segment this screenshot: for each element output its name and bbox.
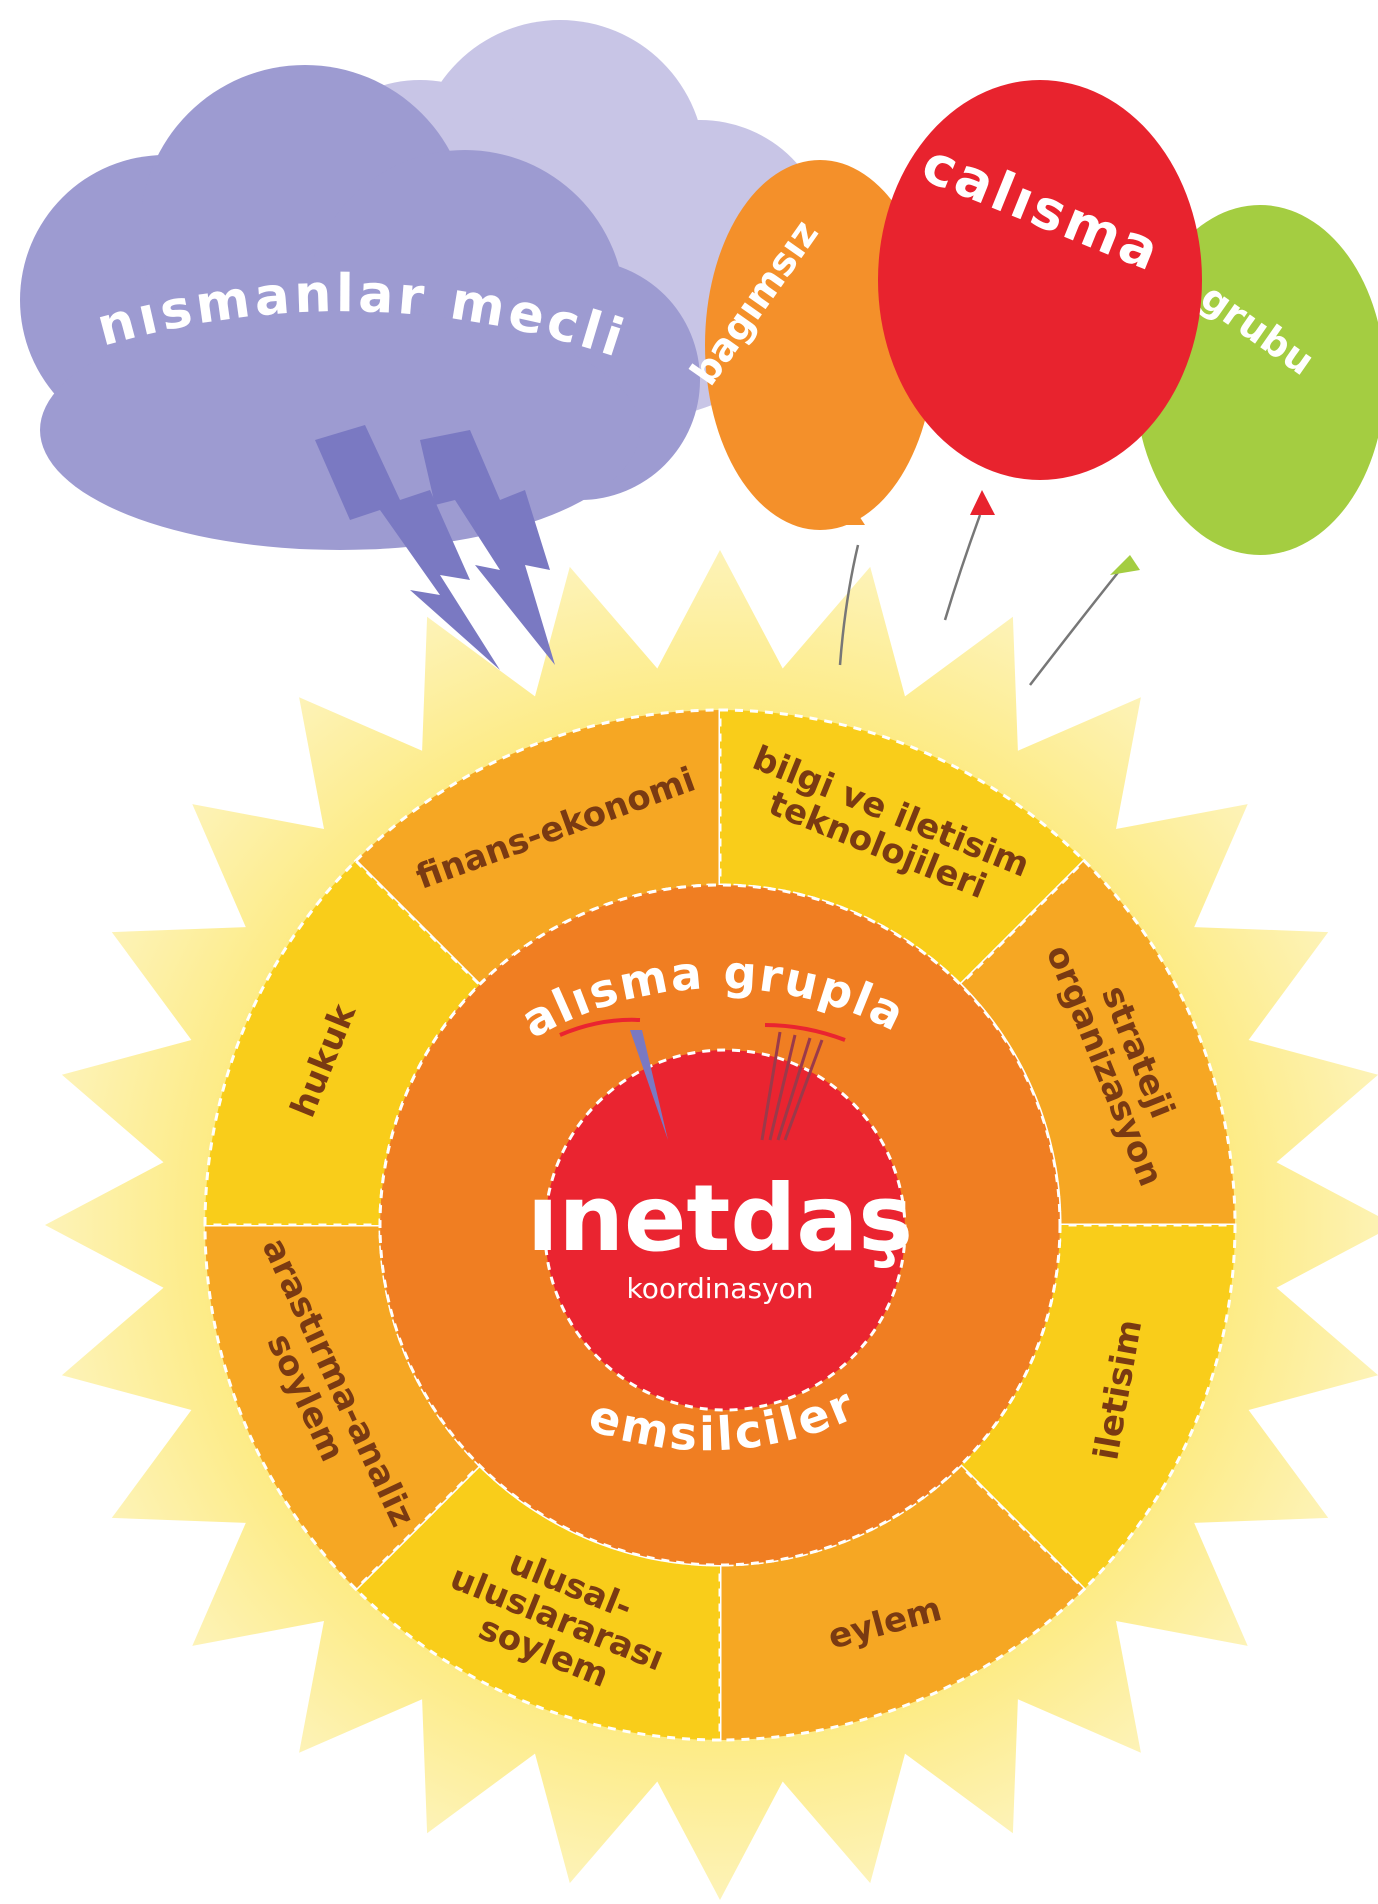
segment-hukuk: [203, 858, 482, 1227]
segment-iletisim: [958, 1223, 1237, 1592]
blue-needle: [630, 1030, 668, 1140]
middle-ring-dashed-border: [378, 883, 1062, 1567]
lightning-bolt-left: [315, 425, 500, 670]
lightning-bolts: [315, 425, 555, 670]
center-circle-dashed-border: [543, 1048, 907, 1412]
center-subtitle: koordinasyon: [627, 1272, 814, 1305]
segment-bilgi: [718, 708, 1087, 987]
balloon-left: bagımsız: [682, 160, 935, 530]
segment-strateji: [958, 858, 1237, 1227]
cloud: danısmanlar meclisi: [0, 0, 830, 550]
balloon-middle: calısma: [878, 80, 1202, 515]
lightning-bolt-right: [420, 430, 555, 665]
balloon-strings: [838, 514, 1121, 686]
netdas-logo: ınetdaş: [527, 1165, 913, 1272]
pin-markers: [559, 1017, 846, 1141]
segment-eylem: [718, 1463, 1087, 1742]
segment-arastirma: [203, 1223, 482, 1592]
red-needles: [760, 1031, 824, 1141]
segment-ulusal: [353, 1463, 722, 1742]
segment-finans-ekonomi: [353, 708, 722, 987]
center-circle: [545, 1050, 905, 1410]
